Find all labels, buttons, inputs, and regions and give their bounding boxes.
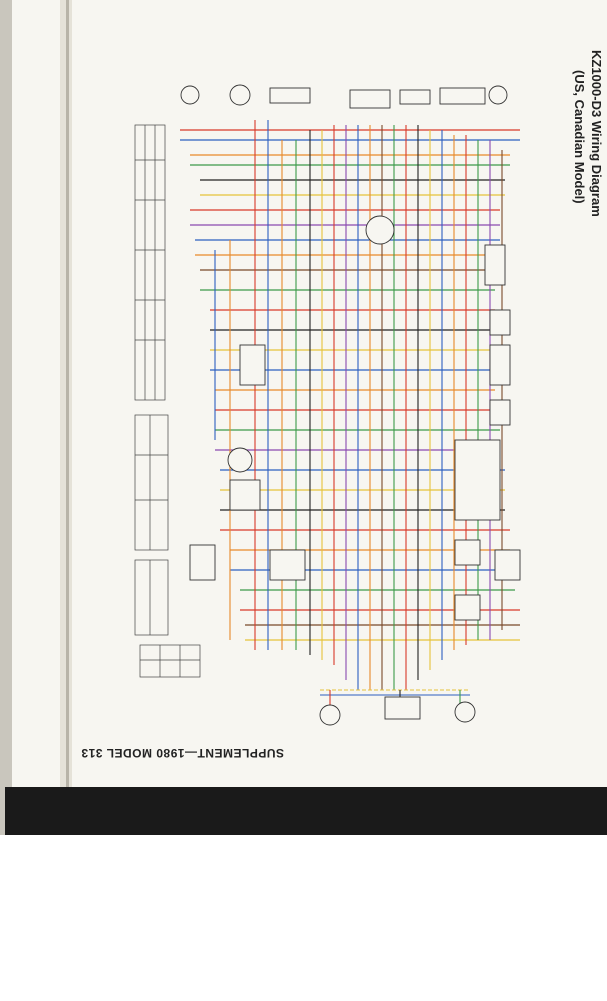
diagram-subtitle: (US, Canadian Model): [572, 70, 587, 204]
paper-sheet: [5, 0, 607, 790]
bottom-shadow: [5, 787, 607, 835]
diagram-title: KZ1000-D3 Wiring Diagram: [589, 50, 604, 217]
binding-shadow: [0, 0, 12, 835]
page-footer: SUPPLEMENT—1980 MODEL 313: [80, 746, 284, 760]
legend-tables: [134, 124, 201, 678]
wiring-diagram: [180, 84, 521, 726]
